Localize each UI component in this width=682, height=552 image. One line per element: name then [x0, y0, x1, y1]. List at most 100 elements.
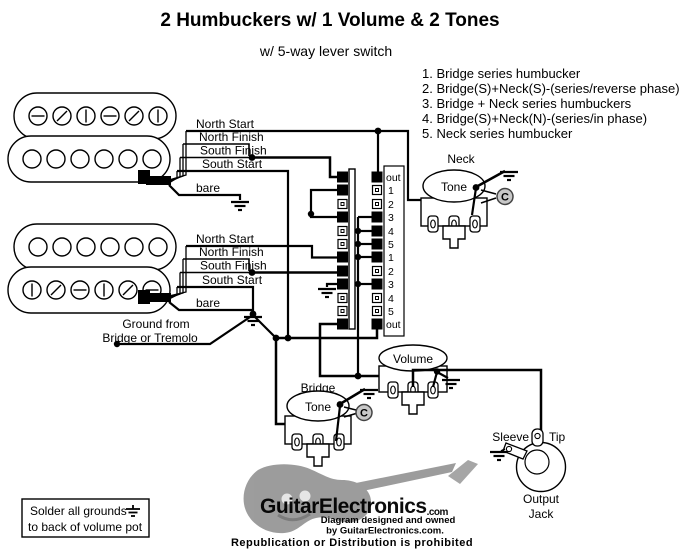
bridge-tone-cap-circuit: C	[334, 387, 380, 442]
pot-shaft	[442, 225, 466, 249]
neck-tone-cap-circuit: C	[470, 169, 520, 216]
wire-neck-north-start	[186, 129, 422, 202]
wire-bridge-north-finish	[183, 258, 250, 271]
wire-label: North Finish	[199, 130, 264, 144]
legend-item: 5. Neck series humbucker	[422, 126, 573, 141]
switch-terminal-label: 3	[388, 212, 394, 224]
ground-note-box: Solder all grounds to back of volume pot	[21, 498, 150, 538]
note-line: to back of volume pot	[28, 520, 143, 534]
watermark-notice: Republication or Distribution is prohibi…	[231, 537, 473, 549]
svg-text:C: C	[360, 408, 368, 420]
jack-tip-label: Tip	[549, 430, 566, 444]
wire-neck-north-finish	[183, 143, 250, 156]
wire-label: North Finish	[199, 245, 264, 259]
page-title: 2 Humbuckers w/ 1 Volume & 2 Tones	[160, 10, 499, 31]
bridge-pickup-screw-poles	[22, 280, 162, 300]
bridge-pickup-slug-poles	[28, 237, 168, 257]
bridge-wire-labels: North Start North Finish South Finish So…	[196, 232, 267, 310]
note-line: Solder all grounds	[30, 504, 127, 518]
watermark-credit: Diagram designed and owned	[321, 515, 456, 526]
switch-terminal-label: 4	[388, 226, 394, 238]
ground-icon	[126, 505, 140, 517]
switch-terminal-label: 5	[388, 239, 394, 251]
watermark-credit: by GuitarElectronics.com.	[326, 526, 444, 537]
wires	[117, 129, 543, 431]
neck-wire-labels: North Start North Finish South Finish So…	[196, 117, 267, 195]
pot-control-label: Volume	[393, 352, 433, 366]
lever-switch: out 1 2 3 4 5 1 2 3 4 5 out	[337, 165, 405, 337]
jack-caption: Output	[523, 492, 560, 506]
wire-neck-bare	[168, 184, 242, 200]
wire-label: bare	[196, 296, 220, 310]
pot-control-label: Tone	[441, 180, 467, 194]
capacitor-icon	[496, 187, 514, 206]
switch-right-lugs	[371, 171, 383, 330]
output-jack: Sleeve Tip Output Jack	[488, 428, 567, 521]
switch-left-lugs	[337, 171, 348, 330]
connectors-and-grounds: C C	[113, 127, 520, 442]
legend-item: 2. Bridge(S)+Neck(S)-(series/reverse pha…	[422, 81, 680, 96]
solder-joint	[336, 401, 344, 408]
switch-terminal-label: out	[386, 319, 401, 331]
header: 2 Humbuckers w/ 1 Volume & 2 Tones w/ 5-…	[160, 10, 499, 59]
pot-lug	[291, 433, 303, 451]
switch-terminal-label: 3	[388, 279, 394, 291]
tremolo-ground-label: Ground from Bridge or Tremolo	[102, 317, 198, 345]
bridge-pickup	[7, 223, 177, 314]
legend-item: 4. Bridge(S)+Neck(N)-(series/in phase)	[422, 111, 647, 126]
legend-item: 1. Bridge series humbucker	[422, 66, 581, 81]
bridge-pickup-connector	[138, 290, 171, 304]
ground-icon	[488, 450, 510, 462]
wire-label: South Finish	[200, 144, 267, 158]
pot-lug	[427, 215, 439, 233]
legend-item: 3. Bridge + Neck series humbuckers	[422, 96, 632, 111]
wire-label: South Finish	[200, 259, 267, 273]
svg-text:C: C	[501, 192, 509, 204]
volume-connections	[411, 368, 462, 390]
wire-label: North Start	[196, 117, 255, 131]
watermark: GuitarElectronics.com Diagram designed a…	[231, 460, 478, 549]
pot-shaft	[306, 443, 330, 467]
guitar-logo	[243, 460, 478, 534]
solder-joints	[113, 127, 382, 380]
wire-label: South Start	[202, 157, 263, 171]
neck-pickup	[7, 92, 177, 185]
wire-label: bare	[196, 181, 220, 195]
ground-icon	[229, 200, 251, 212]
ground-icon	[316, 287, 338, 299]
svg-text:Ground from: Ground from	[122, 317, 189, 331]
jack-sleeve-label: Sleeve	[492, 430, 529, 444]
wire-neck-south-start	[177, 169, 290, 338]
watermark-brand: GuitarElectronics.com	[260, 495, 449, 518]
switch-terminal-label: 1	[388, 185, 394, 197]
switch-terminal-label: 1	[388, 252, 394, 264]
wire-label: North Start	[196, 232, 255, 246]
pot-control-label: Tone	[305, 400, 331, 414]
capacitor-icon	[355, 403, 373, 422]
pot-lug	[469, 215, 481, 233]
neck-tone-pot: Neck Tone	[420, 152, 488, 249]
wire-tremolo-ground	[117, 313, 277, 346]
wire-bridge-bare	[168, 301, 253, 312]
neck-pickup-screw-poles	[28, 106, 168, 126]
neck-pickup-slug-poles	[22, 149, 162, 169]
wire-bridge-south-start	[177, 285, 255, 314]
switch-terminal-label: 5	[388, 306, 394, 318]
pot-shaft	[401, 391, 425, 415]
wire-bridge-north-start	[186, 244, 337, 259]
jack-caption: Jack	[529, 507, 555, 521]
solder-joint	[433, 368, 441, 375]
svg-text:Bridge or Tremolo: Bridge or Tremolo	[102, 331, 198, 345]
solder-joint	[472, 184, 480, 191]
switch-terminal-label: out	[386, 172, 401, 184]
pot-lug	[387, 381, 399, 399]
pot-position-label: Neck	[447, 152, 475, 166]
bridge-tone-pot: Bridge Tone	[284, 381, 352, 467]
switch-position-legend: 1. Bridge series humbucker 2. Bridge(S)+…	[422, 66, 680, 141]
neck-pickup-connector	[138, 170, 171, 185]
wire-volume-to-jack	[447, 368, 543, 431]
switch-terminal-label: 2	[388, 266, 394, 278]
wire-label: South Start	[202, 273, 263, 287]
switch-terminal-label: 2	[388, 199, 394, 211]
